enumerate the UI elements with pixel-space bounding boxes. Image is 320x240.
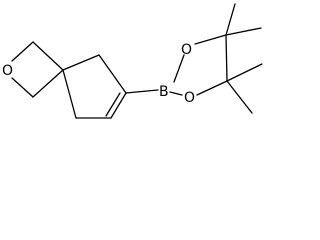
bond-methyl-c4-right [225, 27, 262, 36]
bond-methyl-c4-up [225, 3, 236, 36]
bond-oxetane-bottom-o [11, 77, 34, 98]
bond-spiro-ch2-top [62, 54, 100, 71]
bond-ch2-spiro [62, 69, 77, 119]
bond-alkene-double-inner [105, 92, 121, 117]
bond-methyl-c5-down [226, 80, 253, 114]
bond-ch2-alkene-c [98, 54, 127, 94]
atom-label-dioxaborolane-oxygen-bottom: O [184, 90, 195, 106]
bond-alkene-double [110, 92, 127, 119]
bond-methyl-c5-right [226, 63, 263, 82]
bond-c-boron [125, 89, 159, 94]
atom-label-boron: B [159, 84, 169, 100]
structure-diagram: O B O O [2, 3, 263, 119]
atom-label-dioxaborolane-oxygen-top: O [181, 42, 192, 58]
bond-oxetane-o-top [11, 41, 34, 62]
atom-label-oxetane-oxygen: O [2, 63, 13, 79]
bond-boron-o-top [173, 54, 185, 83]
bond-c4-c5 [225, 34, 228, 82]
bond-oxetane-top-spiro [32, 41, 64, 71]
bond-o-top-c4 [194, 34, 227, 45]
bond-o-bottom-boron [169, 91, 183, 96]
bond-c5-o-bottom [196, 80, 228, 96]
bond-oxetane-spiro-bottom [32, 69, 64, 98]
